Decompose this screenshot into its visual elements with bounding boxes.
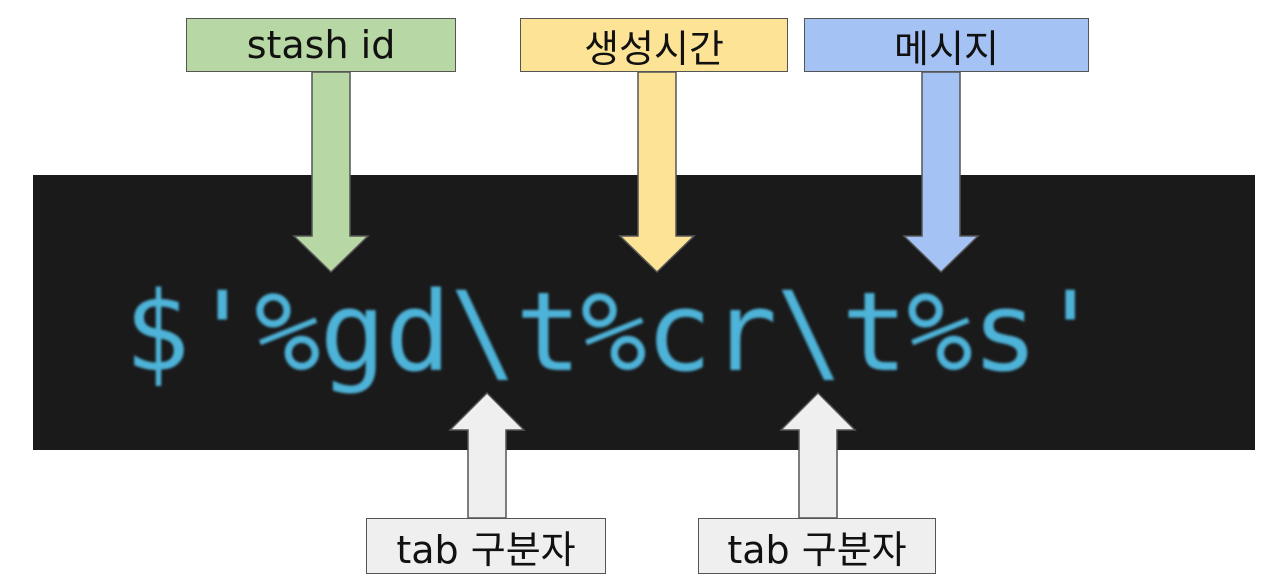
arrow-tab-separator-2 [779,391,857,519]
arrow-created-time [618,71,696,274]
label-stash-id: stash id [186,18,456,72]
arrow-message [902,71,980,274]
label-tab-separator-1: tab 구분자 [366,518,606,574]
label-message: 메시지 [804,18,1089,72]
label-created-time: 생성시간 [520,18,788,72]
label-tab-separator-2: tab 구분자 [698,518,936,574]
arrow-stash-id [292,71,370,274]
arrow-tab-separator-1 [448,391,526,519]
format-string: $'%gd\t%cr\t%s' [124,268,1103,396]
